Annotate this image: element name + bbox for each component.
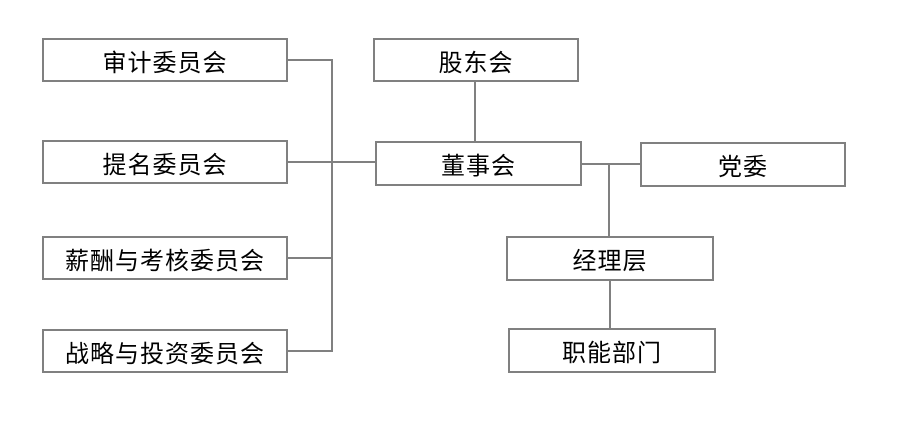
node-board-of-directors: 董事会 — [375, 141, 582, 186]
connector-shareholders-board — [474, 82, 476, 141]
node-board-of-directors-label: 董事会 — [441, 153, 516, 180]
connector-board-party — [582, 163, 640, 165]
node-strategy-investment-committee-label: 战略与投资委员会 — [65, 340, 265, 368]
node-remuneration-assessment-committee: 薪酬与考核委员会 — [42, 236, 288, 280]
connector-board-strategy — [288, 350, 333, 352]
node-functional-departments: 职能部门 — [508, 328, 716, 373]
node-nomination-committee-label: 提名委员会 — [102, 151, 228, 179]
node-remuneration-assessment-committee-label: 薪酬与考核委员会 — [65, 247, 265, 275]
node-audit-committee-label: 审计委员会 — [102, 49, 228, 77]
node-shareholders-meeting: 股东会 — [373, 38, 579, 82]
node-party-committee-label: 党委 — [718, 154, 768, 181]
node-functional-departments-label: 职能部门 — [562, 340, 662, 367]
connector-board-management — [608, 163, 610, 236]
node-nomination-committee: 提名委员会 — [42, 140, 288, 184]
node-audit-committee: 审计委员会 — [42, 38, 288, 82]
connector-management-functional — [609, 281, 611, 328]
node-strategy-investment-committee: 战略与投资委员会 — [42, 329, 288, 373]
node-management-layer-label: 经理层 — [572, 248, 648, 275]
node-management-layer: 经理层 — [506, 236, 714, 281]
node-party-committee: 党委 — [640, 142, 846, 187]
node-shareholders-meeting-label: 股东会 — [438, 49, 514, 77]
connector-board-audit — [288, 59, 333, 61]
connector-board-remuneration — [288, 257, 333, 259]
connector-committee-spine — [331, 59, 333, 352]
